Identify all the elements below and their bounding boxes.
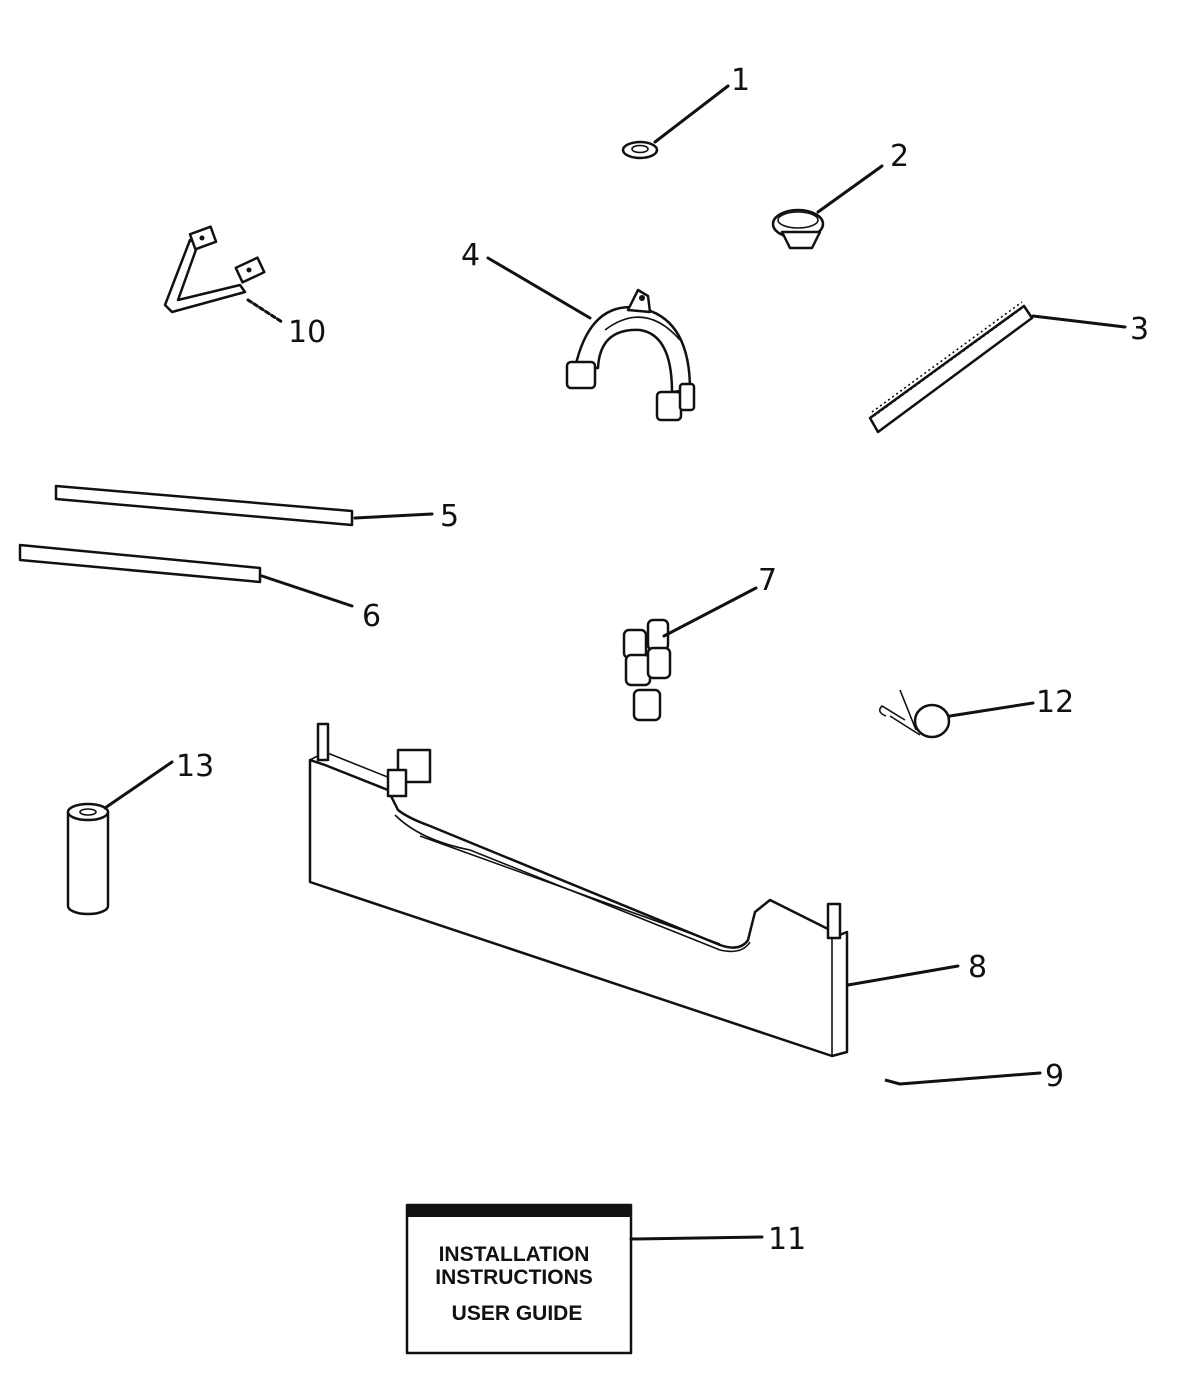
part-7-y-fitting: 7 — [622, 563, 777, 722]
part-1-washer: 1 — [621, 63, 750, 160]
callout-2: 2 — [890, 139, 909, 174]
callout-11: 11 — [768, 1222, 806, 1257]
booklet-line-installation: INSTALLATION — [439, 1243, 590, 1266]
callout-10: 10 — [288, 315, 326, 350]
part-8-access-panel: 8 — [308, 722, 987, 1058]
callout-13: 13 — [176, 749, 214, 784]
part-10-terminal-lead: 10 — [163, 225, 326, 350]
part-3-strip: 3 — [868, 301, 1149, 434]
booklet-line-instructions: INSTRUCTIONS — [435, 1266, 593, 1289]
callout-12: 12 — [1036, 685, 1074, 720]
callout-6: 6 — [362, 599, 381, 634]
part-5-strip: 5 — [54, 484, 459, 534]
callout-8: 8 — [968, 950, 987, 985]
callout-5: 5 — [440, 499, 459, 534]
callout-9: 9 — [1045, 1059, 1064, 1094]
booklet-line-user-guide: USER GUIDE — [452, 1302, 583, 1325]
part-4-hose-bracket: 4 — [461, 238, 696, 422]
part-2-hose-clamp: 2 — [771, 139, 909, 250]
callout-4: 4 — [461, 238, 480, 273]
part-13-spacer: 13 — [66, 749, 214, 916]
part-12-spring-clip: 12 — [878, 685, 1074, 739]
callout-7: 7 — [758, 563, 777, 598]
part-6-strip: 6 — [18, 543, 381, 634]
callout-1: 1 — [731, 63, 750, 98]
part-9-screw: 9 — [884, 1059, 1064, 1094]
part-11-booklet: INSTALLATION INSTRUCTIONS USER GUIDE 11 — [405, 1203, 806, 1355]
callout-3: 3 — [1130, 312, 1149, 347]
